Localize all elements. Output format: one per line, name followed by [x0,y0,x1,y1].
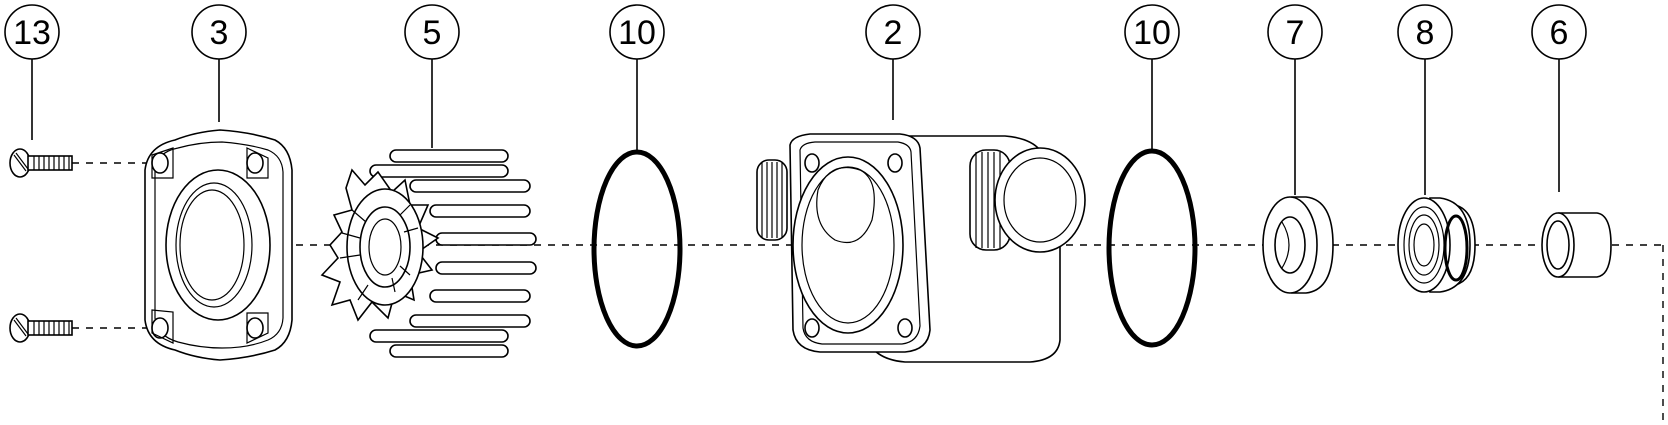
seal-ring [1262,196,1334,294]
callout-label: 7 [1286,14,1305,52]
callout-label: 8 [1416,14,1435,52]
screw-top [9,148,73,178]
callout-impeller: 5 [404,4,460,148]
callout-label: 10 [1133,14,1171,52]
callout-label: 13 [13,14,51,52]
callout-oring-right: 10 [1124,4,1180,152]
callout-label: 2 [884,14,903,52]
sleeve [1541,212,1612,278]
callout-screw: 13 [4,4,60,140]
callout-label: 6 [1550,14,1569,52]
callout-housing: 2 [865,4,921,120]
pump-housing [756,133,1086,363]
bearing [1397,197,1476,293]
callout-cover: 3 [191,4,247,122]
callout-oring-left: 10 [609,4,665,152]
cover-plate [144,129,293,361]
callout-label: 5 [423,14,442,52]
callout-seal: 7 [1267,4,1323,195]
callout-sleeve: 6 [1531,4,1587,192]
callout-label: 3 [210,14,229,52]
o-ring-left [591,149,683,349]
callout-label: 10 [618,14,656,52]
o-ring-right [1106,148,1198,348]
callout-bearing: 8 [1397,4,1453,195]
impeller [320,149,537,358]
screw-bottom [9,313,73,343]
